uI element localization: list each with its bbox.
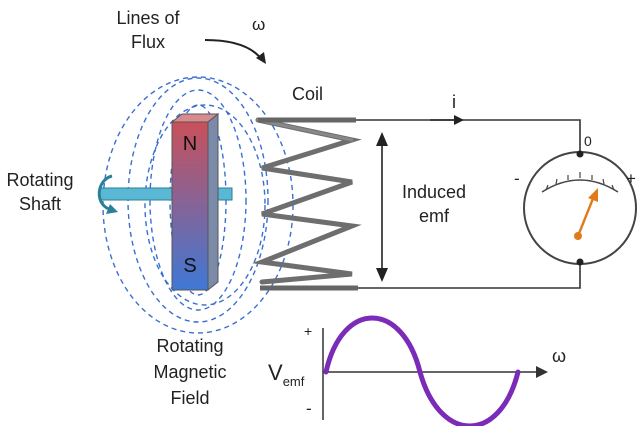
north-pole-label: N bbox=[183, 133, 197, 155]
coil bbox=[252, 117, 362, 285]
rotating-field-label-line3: Field bbox=[170, 388, 209, 408]
graph-plus-label: + bbox=[304, 323, 312, 339]
v-emf-label: Vemf bbox=[268, 360, 305, 389]
graph-minus-label: - bbox=[306, 399, 312, 418]
emf-waveform-graph bbox=[322, 315, 548, 426]
flux-line bbox=[144, 104, 266, 306]
induced-emf-label-line1: Induced bbox=[402, 182, 466, 202]
lines-of-flux-label-line2: Flux bbox=[131, 32, 165, 52]
rotation-arrow-top-head bbox=[256, 52, 266, 64]
graph-x-axis-arrow bbox=[536, 366, 548, 378]
meter-pivot bbox=[574, 232, 582, 240]
galvanometer bbox=[523, 150, 637, 266]
induced-emf-label-line2: emf bbox=[419, 206, 450, 226]
coil-label: Coil bbox=[292, 84, 323, 104]
bar-magnet bbox=[170, 112, 220, 292]
meter-plus-label: + bbox=[626, 169, 636, 188]
rotating-field-label-line2: Magnetic bbox=[153, 362, 226, 382]
sine-wave bbox=[323, 315, 521, 426]
meter-needle bbox=[576, 195, 596, 237]
rotating-shaft-label-line1: Rotating bbox=[6, 170, 73, 190]
rotating-shaft-label-line2: Shaft bbox=[19, 194, 61, 214]
emf-arrow-head-bottom bbox=[376, 268, 388, 282]
flux-line bbox=[149, 89, 247, 311]
omega-axis-label: ω bbox=[552, 346, 566, 366]
meter-minus-label: - bbox=[514, 169, 520, 188]
current-label: i bbox=[452, 92, 456, 112]
rotation-arrow-top bbox=[204, 39, 263, 61]
meter-needle-head bbox=[588, 188, 598, 202]
shaft-rotation-arrow bbox=[97, 174, 113, 212]
meter-zero-label: 0 bbox=[584, 133, 592, 149]
omega-top-label: ω bbox=[252, 15, 265, 34]
shaft-arrow-head bbox=[106, 204, 118, 214]
lines-of-flux-label-line1: Lines of bbox=[116, 8, 180, 28]
south-pole-label: S bbox=[183, 255, 196, 277]
rotating-field-label-line1: Rotating bbox=[156, 336, 223, 356]
emf-arrow-head-top bbox=[376, 132, 388, 146]
